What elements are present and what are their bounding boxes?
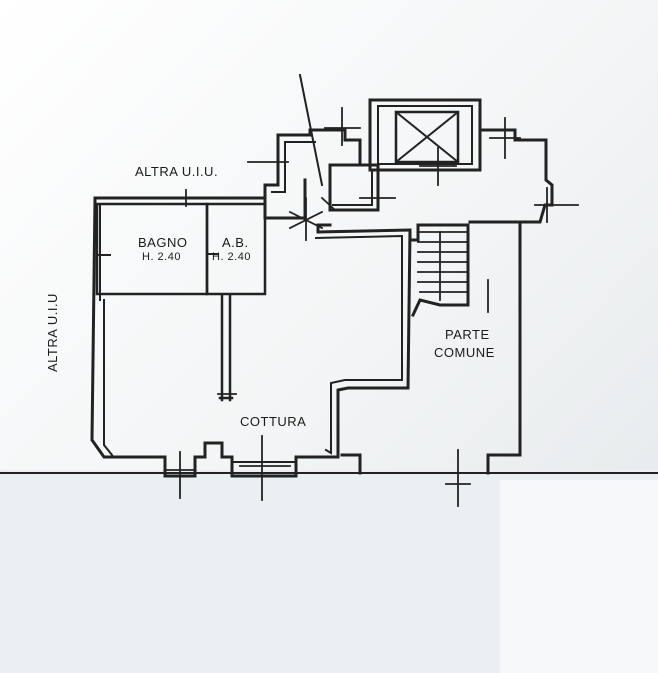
room-divider (218, 294, 234, 402)
label-parte: PARTE (445, 327, 490, 342)
stairs (417, 231, 469, 301)
label-ab: A.B. (222, 235, 249, 250)
label-bagno: BAGNO (138, 235, 188, 250)
label-bagno-height: H. 2.40 (142, 251, 181, 263)
label-ab-height: H. 2.40 (212, 251, 251, 263)
label-altra-uiu-left: ALTRA U.I.U (45, 293, 60, 372)
elevator-shaft (368, 98, 482, 172)
label-comune: COMUNE (434, 345, 495, 360)
diagonal-mark (298, 73, 324, 187)
upper-wall-inner (271, 141, 373, 206)
label-altra-uiu-top: ALTRA U.I.U. (135, 164, 219, 179)
ab-room (205, 202, 267, 296)
label-cottura: COTTURA (240, 414, 307, 429)
section-markers (164, 107, 579, 507)
inner-wall (99, 205, 403, 463)
common-area-wall (340, 128, 554, 475)
